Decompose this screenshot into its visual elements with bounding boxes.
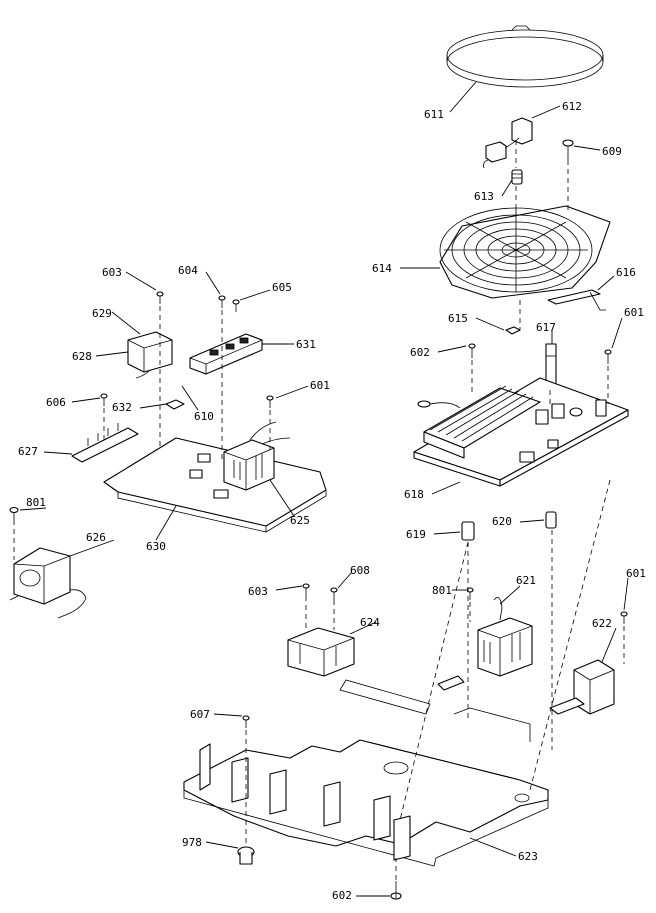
chassis-623 — [183, 679, 549, 867]
label-602-bottom: 602 — [332, 889, 352, 902]
spacer-620 — [545, 511, 557, 529]
label-618: 618 — [404, 488, 424, 501]
label-612: 612 — [562, 100, 582, 113]
label-604: 604 — [178, 264, 198, 277]
label-606: 606 — [46, 396, 66, 409]
label-607: 607 — [190, 708, 210, 721]
label-602-top: 602 — [410, 346, 430, 359]
coil-plate-614 — [439, 205, 611, 299]
lead-616 — [547, 289, 606, 311]
label-616: 616 — [616, 266, 636, 279]
label-627: 627 — [18, 445, 38, 458]
label-603-top: 603 — [102, 266, 122, 279]
label-603-bottom: 603 — [248, 585, 268, 598]
label-624: 624 — [360, 616, 380, 629]
label-625: 625 — [290, 514, 310, 527]
motor-626 — [9, 547, 87, 619]
label-611: 611 — [424, 108, 444, 121]
screw-609 — [562, 139, 574, 160]
label-601-pcb: 601 — [624, 306, 644, 319]
label-801-center: 801 — [432, 584, 452, 597]
bracket-630 — [103, 437, 327, 533]
label-801-left: 801 — [26, 496, 46, 509]
label-622: 622 — [592, 617, 612, 630]
transformer-621 — [437, 596, 533, 691]
switch-632 — [165, 399, 185, 410]
switch-612 — [483, 117, 533, 169]
foot-978 — [237, 846, 255, 865]
pcb-618 — [413, 377, 629, 487]
connector-622 — [549, 659, 615, 715]
label-613: 613 — [474, 190, 494, 203]
label-608: 608 — [350, 564, 370, 577]
nut-613 — [511, 169, 523, 185]
label-631: 631 — [296, 338, 316, 351]
part-labels: 611 612 609 613 614 616 615 617 601 602 … — [18, 100, 646, 902]
screws — [9, 291, 628, 900]
label-630: 630 — [146, 540, 166, 553]
label-605: 605 — [272, 281, 292, 294]
label-601-right: 601 — [626, 567, 646, 580]
leader-lines — [19, 81, 629, 897]
relay-624 — [287, 627, 355, 677]
relay-629 — [127, 331, 173, 379]
label-626: 626 — [86, 531, 106, 544]
label-623: 623 — [518, 850, 538, 863]
label-628: 628 — [72, 350, 92, 363]
label-620: 620 — [492, 515, 512, 528]
label-621: 621 — [516, 574, 536, 587]
label-610: 610 — [194, 410, 214, 423]
label-629: 629 — [92, 307, 112, 320]
terminal-strip-627 — [71, 423, 139, 463]
label-617: 617 — [536, 321, 556, 334]
terminal-block-631 — [189, 333, 263, 375]
label-978: 978 — [182, 836, 202, 849]
transformer-625 — [223, 421, 291, 491]
clip-615 — [505, 326, 521, 335]
assembly-lines — [13, 140, 625, 880]
ring-611 — [446, 25, 604, 88]
label-615: 615 — [448, 312, 468, 325]
label-619: 619 — [406, 528, 426, 541]
label-609: 609 — [602, 145, 622, 158]
label-632: 632 — [112, 401, 132, 414]
label-601-left: 601 — [310, 379, 330, 392]
label-614: 614 — [372, 262, 392, 275]
connector-619 — [461, 521, 475, 541]
